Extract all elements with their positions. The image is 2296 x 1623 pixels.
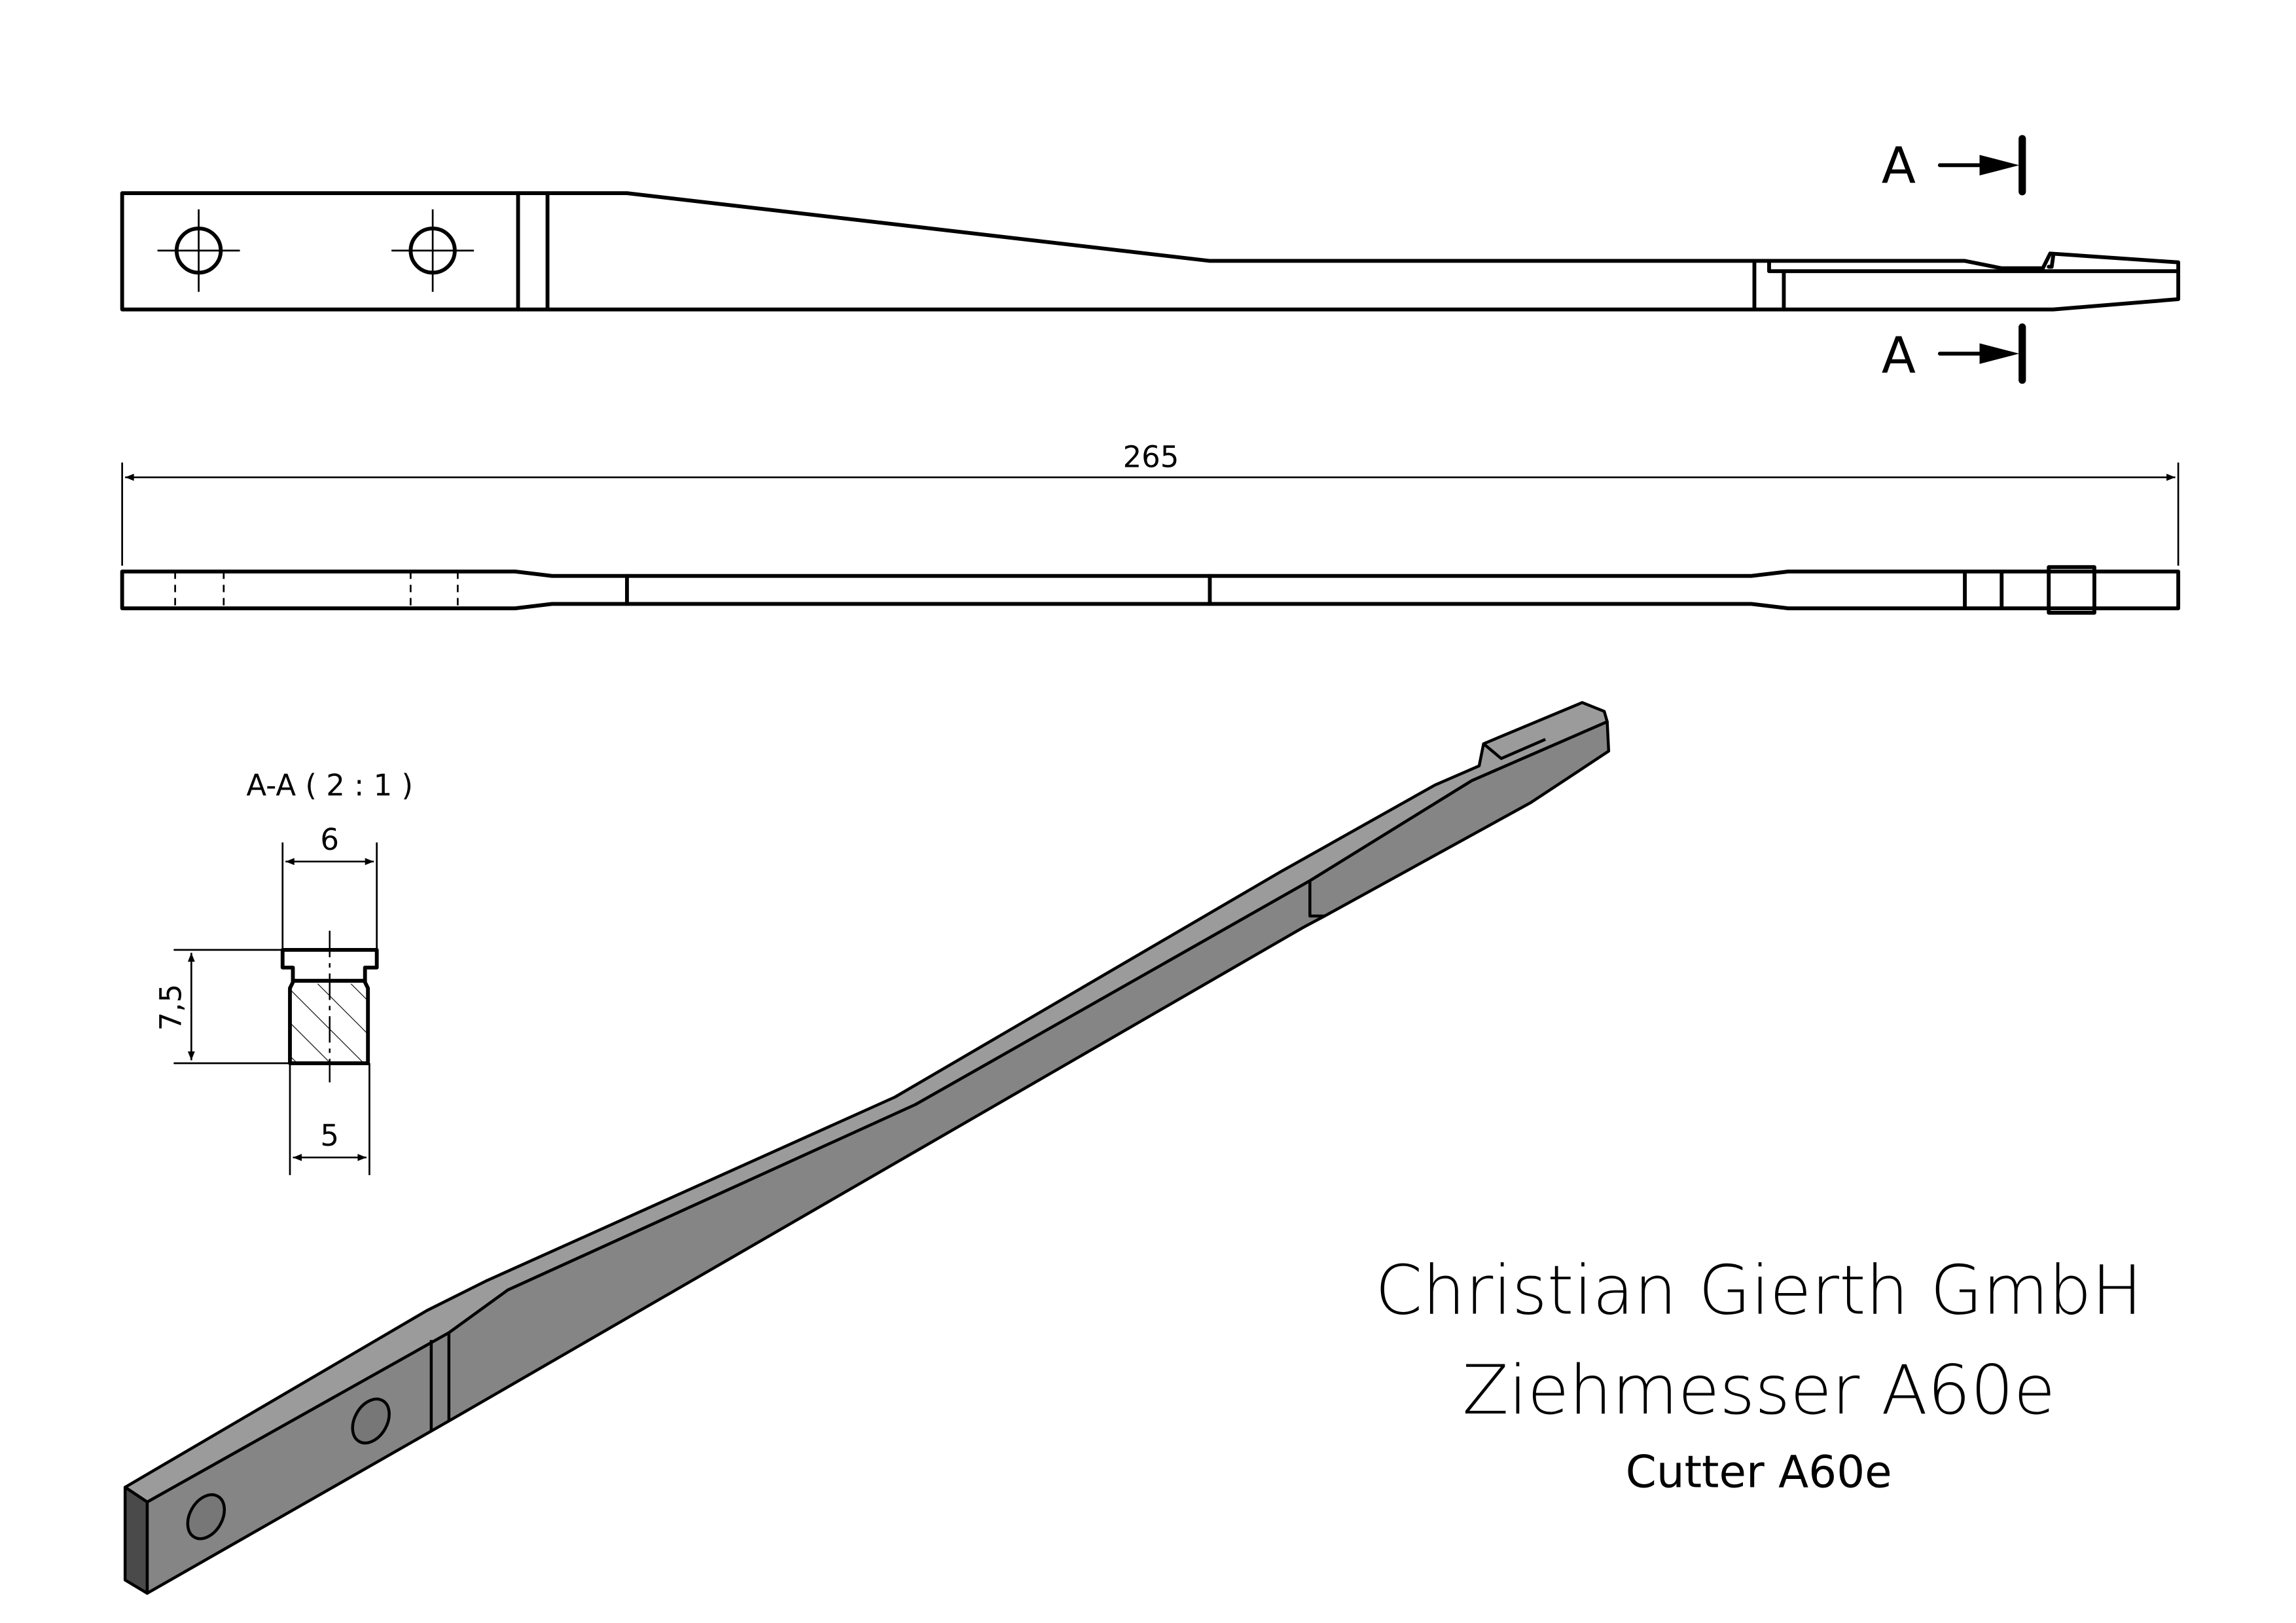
- section-marker-bottom: A: [1882, 323, 2026, 385]
- svg-text:A: A: [1882, 137, 1916, 195]
- svg-text:A: A: [1882, 327, 1916, 385]
- dimension-height: 7,5: [154, 949, 290, 1065]
- section-view: A-A ( 2 : 1 ) 6 7,5 5: [154, 768, 413, 1175]
- svg-text:265: 265: [1123, 439, 1179, 474]
- svg-text:Cutter A60e: Cutter A60e: [1626, 1446, 1892, 1498]
- length-dimension: 265: [121, 439, 2179, 566]
- dimension-width-bottom: 5: [289, 1063, 370, 1175]
- svg-text:7,5: 7,5: [154, 984, 188, 1031]
- isometric-view: [123, 701, 1611, 1595]
- iso-end-face: [123, 1486, 149, 1595]
- dimension-width-top: 6: [281, 822, 378, 950]
- svg-text:5: 5: [320, 1118, 339, 1153]
- top-view: A A: [120, 135, 2181, 385]
- iso-hole: [351, 1397, 391, 1445]
- svg-text:6: 6: [320, 822, 339, 857]
- svg-text:A-A ( 2 : 1 ): A-A ( 2 : 1 ): [246, 768, 413, 803]
- side-view: [120, 565, 2181, 615]
- iso-top-face: [123, 701, 1609, 1504]
- mounting-hole: [391, 209, 475, 292]
- iso-hole: [186, 1493, 226, 1541]
- section-marker-top: A: [1882, 135, 2026, 196]
- mounting-hole: [157, 209, 240, 292]
- svg-text:Ziehmesser A60e: Ziehmesser A60e: [1462, 1351, 2055, 1430]
- title-block: Christian Gierth GmbH Ziehmesser A60e Cu…: [1375, 1251, 2142, 1497]
- svg-text:Christian Gierth GmbH: Christian Gierth GmbH: [1375, 1251, 2142, 1330]
